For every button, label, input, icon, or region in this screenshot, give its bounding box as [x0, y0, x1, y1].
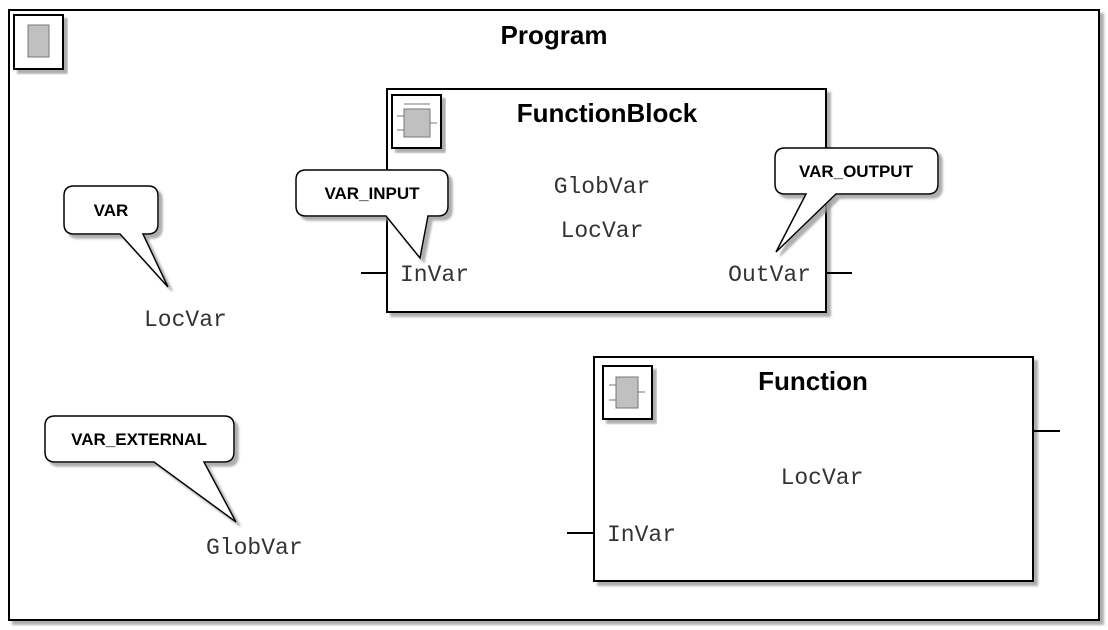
callout-var-external: VAR_EXTERNAL: [44, 415, 237, 523]
program-glob-var: GlobVar: [206, 535, 303, 561]
program-icon: [13, 14, 64, 70]
callout-var-input-label: VAR_INPUT: [324, 184, 420, 203]
function-title: Function: [758, 366, 868, 396]
function-block-frame: [386, 88, 827, 313]
fn-loc-var: LocVar: [781, 465, 864, 491]
fb-out-var: OutVar: [728, 262, 811, 288]
callout-var-external-label: VAR_EXTERNAL: [71, 430, 207, 449]
callout-var-input: VAR_INPUT: [295, 169, 449, 260]
function-frame: [593, 356, 1034, 582]
function-icon: [602, 365, 653, 420]
callout-var-output: VAR_OUTPUT: [774, 147, 939, 253]
program-loc-var: LocVar: [144, 307, 227, 333]
callout-var-output-label: VAR_OUTPUT: [799, 162, 914, 181]
fn-in-var: InVar: [607, 522, 676, 548]
fb-in-var: InVar: [400, 262, 469, 288]
program-title: Program: [501, 20, 608, 50]
function-block-title: FunctionBlock: [517, 98, 698, 128]
function-block-icon: [391, 94, 442, 149]
fb-glob-var: GlobVar: [554, 174, 651, 200]
callout-var-label: VAR: [94, 201, 129, 220]
fb-loc-var: LocVar: [561, 218, 644, 244]
callout-var: VAR: [63, 185, 169, 288]
